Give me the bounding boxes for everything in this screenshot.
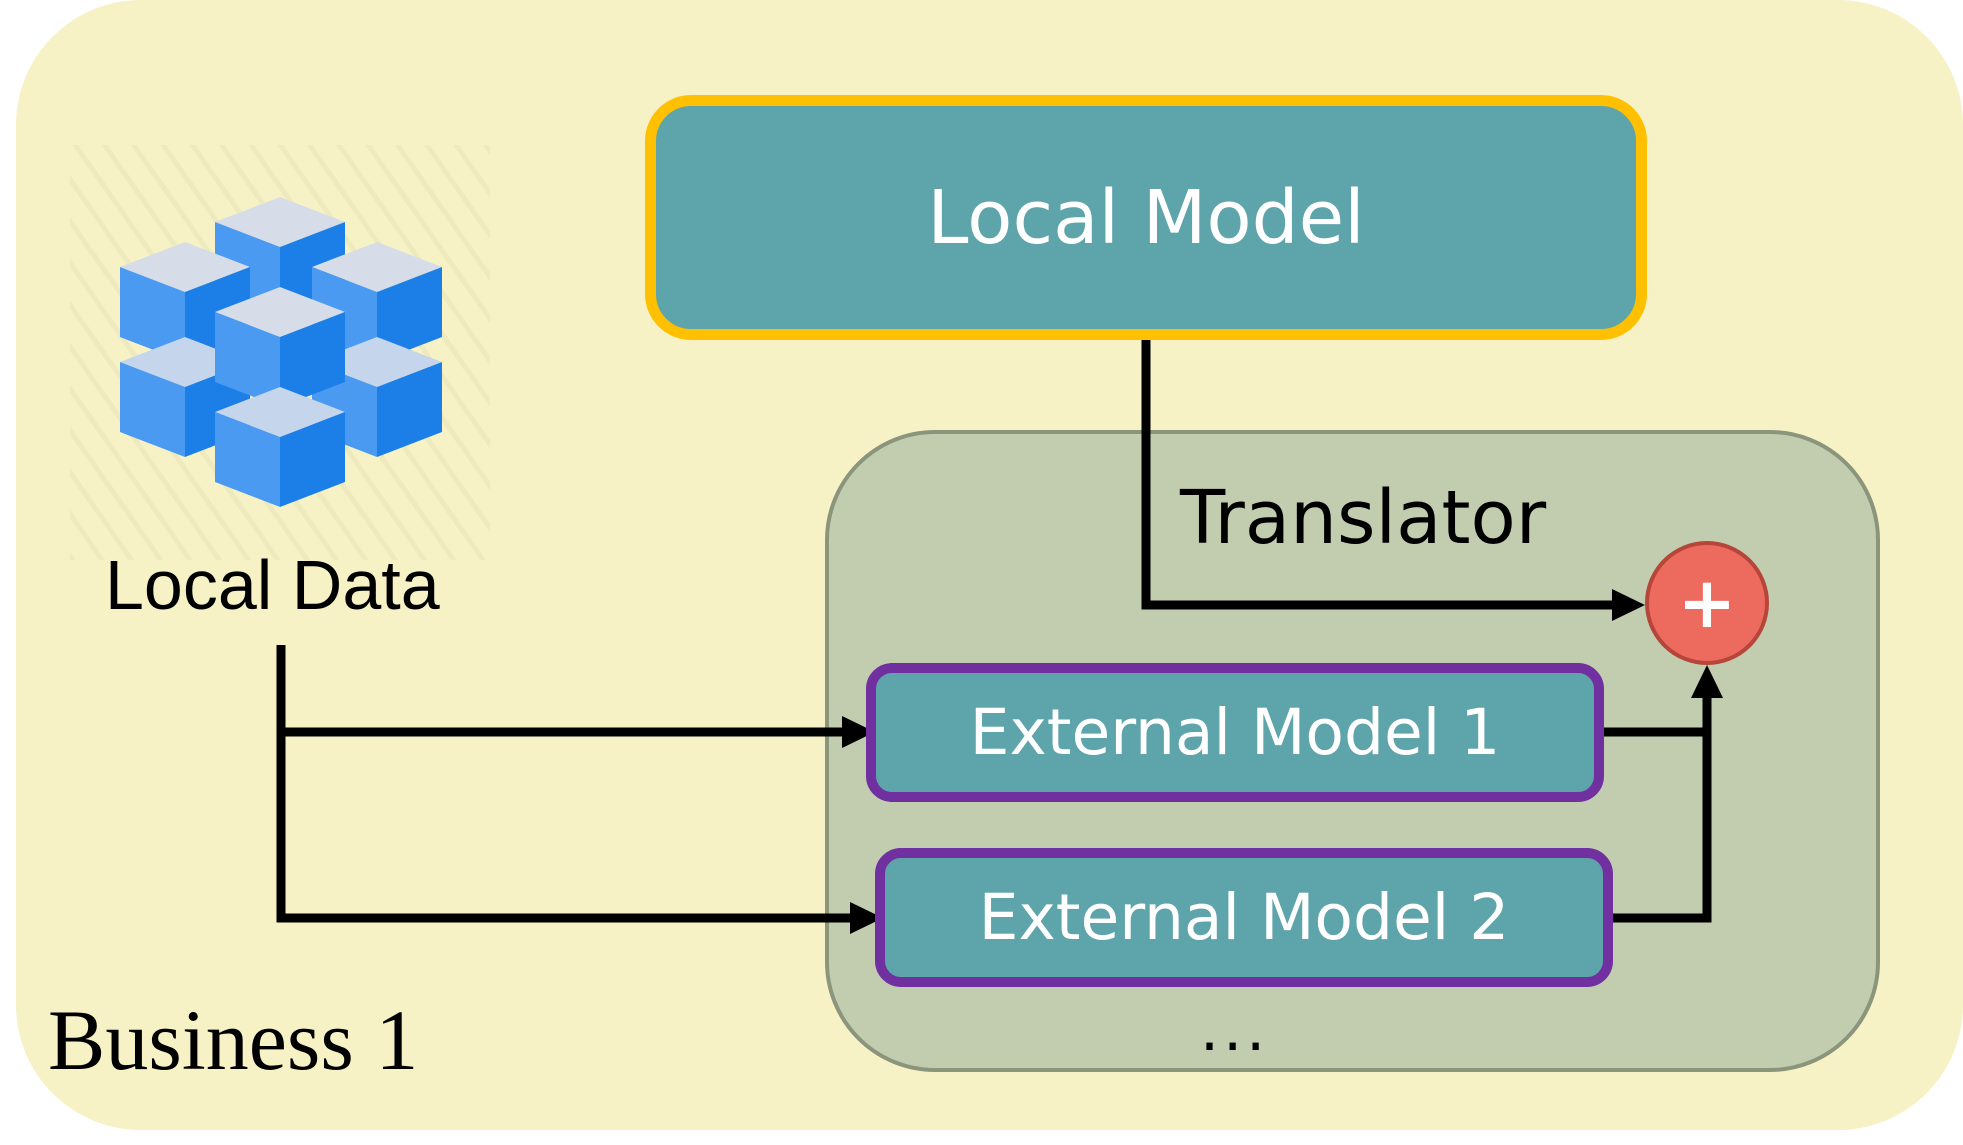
external-model-2-label: External Model 2 [978, 881, 1510, 954]
business-label: Business 1 [48, 992, 419, 1088]
translator-label: Translator [1180, 475, 1547, 561]
arrowhead-external-model-1 [842, 716, 875, 748]
external-model-2-box: External Model 2 [875, 848, 1613, 987]
local-model-box: Local Model [645, 95, 1647, 340]
arrowhead-combiner-bottom [1691, 665, 1723, 698]
arrow-local-data-to-external-model-2 [276, 645, 852, 923]
combiner-symbol: + [1677, 562, 1737, 644]
external-model-1-box: External Model 1 [866, 663, 1604, 802]
local-data-label: Local Data [105, 546, 440, 624]
arrowhead-external-model-2 [850, 902, 883, 934]
data-cubes-icon [120, 197, 442, 507]
combiner-plus-node: + [1645, 541, 1769, 665]
local-model-label: Local Model [927, 174, 1365, 261]
external-model-1-label: External Model 1 [969, 696, 1501, 769]
arrow-local-model-to-combiner [1141, 335, 1618, 610]
more-models-indicator: ... [1200, 995, 1270, 1065]
arrowhead-combiner-left [1612, 589, 1645, 621]
arrow-external-model-2-to-combiner [1607, 690, 1712, 923]
